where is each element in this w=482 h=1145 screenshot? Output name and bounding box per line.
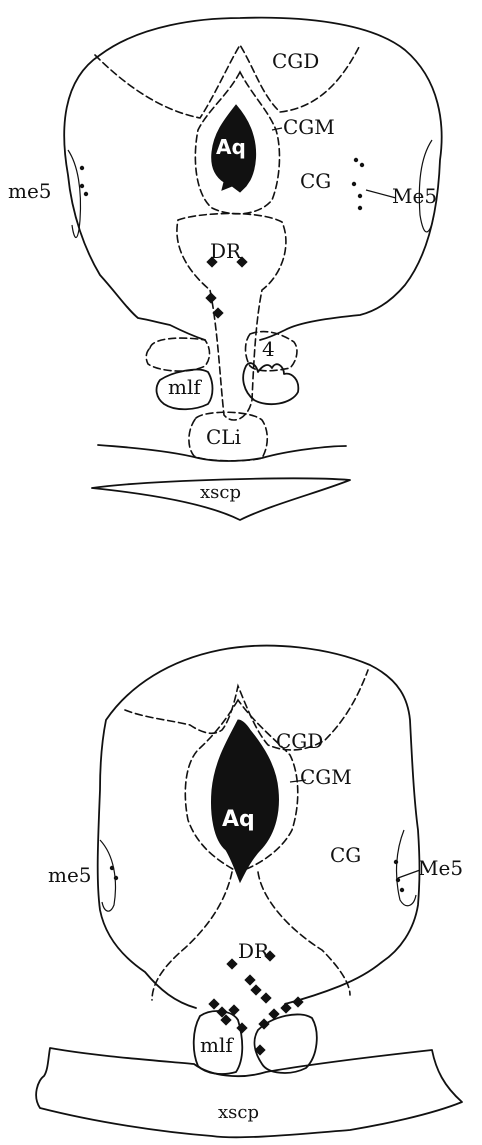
- upper-dot: [80, 166, 84, 170]
- lower-me5-right-pointer: [398, 870, 420, 878]
- upper-me5-left-label: me5: [8, 179, 52, 203]
- lower-diamond: [260, 992, 271, 1003]
- lower-cgd-label: CGD: [276, 729, 323, 753]
- upper-dot: [358, 206, 362, 210]
- upper-section: Aq CGD CGM me5 CG Me5 DR: [8, 18, 442, 520]
- lower-xscp-label: xscp: [218, 1102, 259, 1123]
- lower-diamond: [244, 974, 255, 985]
- lower-diamond: [250, 984, 261, 995]
- upper-dot: [358, 194, 362, 198]
- lower-me5-right-sliver: [397, 830, 416, 906]
- lower-dot: [110, 866, 114, 870]
- lower-diamond: [292, 996, 303, 1007]
- lower-diamond: [236, 1022, 247, 1033]
- upper-mlf-label: mlf: [168, 375, 202, 399]
- upper-left-ventral-boundary: [146, 338, 209, 371]
- lower-dot: [394, 860, 398, 864]
- upper-me5-right-label: Me5: [392, 184, 437, 208]
- upper-dot: [354, 158, 358, 162]
- lower-dot: [114, 876, 118, 880]
- lower-dot: [396, 878, 400, 882]
- upper-cg-label: CG: [300, 169, 331, 193]
- upper-dot: [84, 192, 88, 196]
- upper-cgd-boundary: [95, 45, 360, 118]
- upper-four-label: 4: [262, 337, 275, 361]
- lower-me5-left-label: me5: [48, 863, 92, 887]
- upper-xscp-label: xscp: [200, 482, 241, 503]
- lower-diamond: [226, 958, 237, 969]
- lower-cgm-label: CGM: [300, 765, 352, 789]
- lower-section: Aq CGD CGM me5 CG Me5 DR: [36, 646, 463, 1138]
- lower-me5-left-sliver: [100, 840, 115, 911]
- upper-dot: [360, 163, 364, 167]
- upper-cli-label: CLi: [206, 425, 241, 449]
- lower-diamond: [280, 1002, 291, 1013]
- upper-cgd-label: CGD: [272, 49, 319, 73]
- upper-diamond: [205, 292, 216, 303]
- lower-me5-right-label: Me5: [418, 856, 463, 880]
- upper-cgm-pointer: [272, 128, 282, 130]
- lower-cg-label: CG: [330, 843, 361, 867]
- lower-xscp-outline: [36, 1048, 462, 1137]
- upper-aq-label: Aq: [216, 135, 246, 159]
- lower-aq-label: Aq: [222, 807, 255, 832]
- upper-brainstem-outline: [64, 18, 441, 340]
- upper-dot: [80, 184, 84, 188]
- upper-cgm-label: CGM: [283, 115, 335, 139]
- upper-mlf-right: [243, 363, 298, 404]
- lower-diamond: [208, 998, 219, 1009]
- lower-dr-label: DR: [238, 939, 270, 963]
- lower-mlf-label: mlf: [200, 1033, 234, 1057]
- upper-dr-cells: [205, 256, 247, 318]
- lower-dot: [400, 888, 404, 892]
- upper-dot: [352, 182, 356, 186]
